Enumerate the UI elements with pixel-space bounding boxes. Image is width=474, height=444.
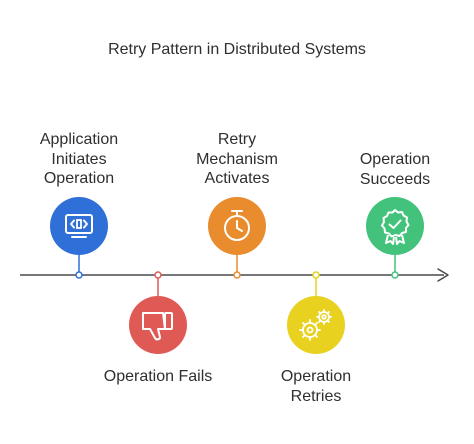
gears-icon: [299, 309, 332, 341]
step-1-label: Application Initiates Operation: [39, 131, 119, 187]
timeline-arrowhead: [437, 268, 449, 282]
step-5-dot: [391, 271, 399, 279]
thumbs-down-icon: [142, 312, 173, 341]
step-4-label: Operation Retries: [280, 368, 352, 405]
stopwatch-icon: [224, 210, 250, 241]
step-3-circle: [208, 197, 266, 255]
step-2-dot: [154, 271, 162, 279]
step-2-label: Operation Fails: [103, 368, 213, 385]
step-3-dot: [233, 271, 241, 279]
step-3-label: Retry Mechanism Activates: [196, 131, 278, 187]
step-4-dot: [312, 271, 320, 279]
code-window-icon: [65, 214, 93, 238]
step-2-circle: [129, 296, 187, 354]
step-4-circle: [287, 296, 345, 354]
step-1-circle: [50, 197, 108, 255]
award-badge-icon: [381, 209, 410, 245]
diagram-title: Retry Pattern in Distributed Systems: [108, 41, 366, 58]
step-1-dot: [75, 271, 83, 279]
step-5-circle: [366, 197, 424, 255]
step-5-label: Operation Succeeds: [359, 151, 431, 188]
